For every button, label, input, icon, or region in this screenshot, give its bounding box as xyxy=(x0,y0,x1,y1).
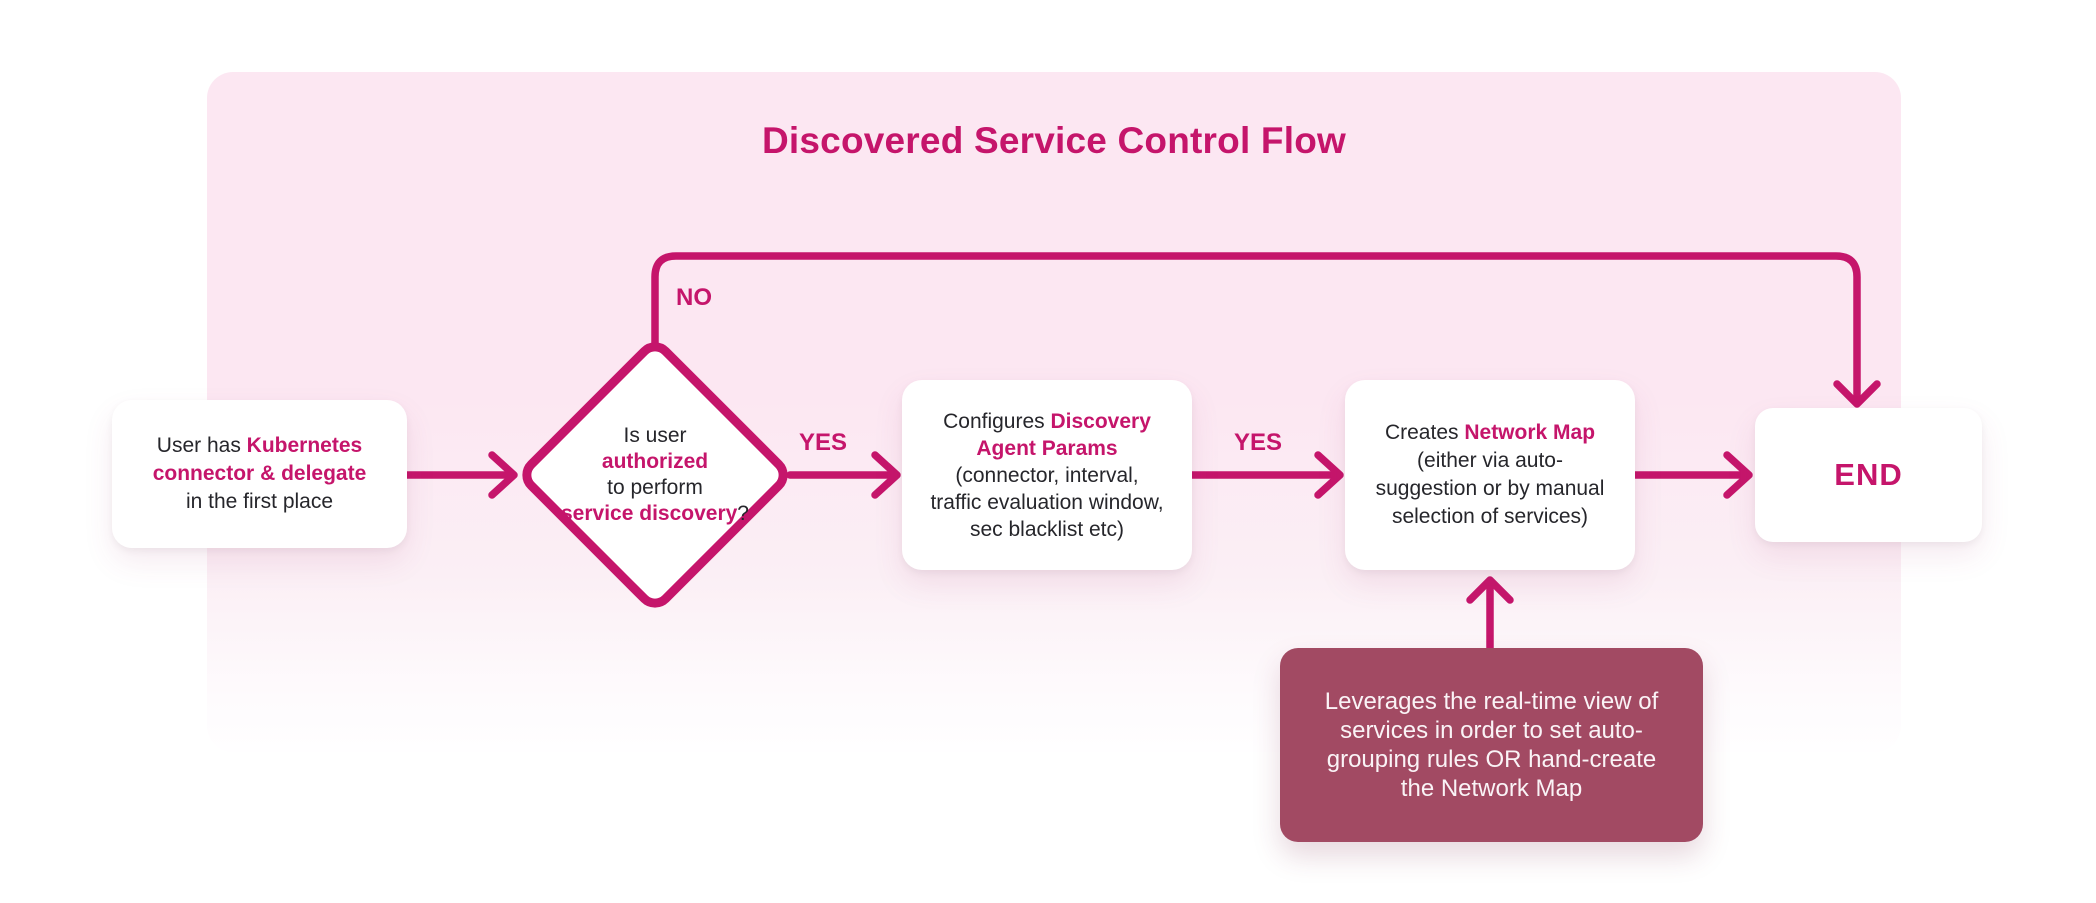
node-start-line: connector & delegate xyxy=(153,460,367,488)
note-callout: Leverages the real-time view of services… xyxy=(1280,648,1703,842)
highlight-text: service discovery xyxy=(561,502,738,525)
highlight-text: Discovery xyxy=(1050,409,1151,433)
highlight-text: Agent Params xyxy=(976,436,1118,460)
note-line: Leverages the real-time view of xyxy=(1324,688,1659,715)
node-configure-line: Agent Params xyxy=(976,435,1117,462)
create-to-end-connector xyxy=(1631,451,1753,499)
node-create-line: selection of services) xyxy=(1391,505,1589,528)
decision-diamond-shape xyxy=(522,342,788,608)
highlight-text: authorized xyxy=(601,450,709,473)
edge-label-yes-1: YES xyxy=(799,429,848,456)
node-start-line: User has Kubernetes xyxy=(156,434,363,457)
decision-line: to perform xyxy=(607,476,703,499)
arrowhead-right-icon xyxy=(488,451,518,499)
node-configure-line: (connector, interval, xyxy=(955,463,1139,487)
node-start: User has Kubernetes connector & delegate… xyxy=(112,400,407,548)
note-line: the Network Map xyxy=(1400,775,1583,802)
end-label: END xyxy=(1834,457,1903,492)
node-end: END xyxy=(1755,408,1982,542)
decision-to-configure-connector xyxy=(786,451,901,499)
arrowhead-up-icon xyxy=(1466,576,1514,604)
note-to-create-connector xyxy=(1466,576,1514,652)
node-configure-line: sec blacklist etc) xyxy=(969,517,1125,541)
edge-label-yes-2: YES xyxy=(1234,429,1283,456)
highlight-text: Kubernetes xyxy=(246,434,363,457)
start-to-decision-connector xyxy=(403,451,518,499)
node-create-line: (either via auto- xyxy=(1417,449,1563,472)
decision-line: service discovery? xyxy=(561,502,749,525)
note-line: services in order to set auto- xyxy=(1340,717,1643,744)
highlight-text: Network Map xyxy=(1464,421,1596,444)
node-decision-label: Is user authorized to perform service di… xyxy=(535,408,775,542)
arrowhead-right-icon xyxy=(871,451,901,499)
decision-line: Is user xyxy=(623,424,687,447)
node-configure-line: traffic evaluation window, xyxy=(930,490,1164,514)
node-start-line: in the first place xyxy=(185,490,334,513)
no-loop-connector xyxy=(651,252,1881,408)
arrowhead-right-icon xyxy=(1723,451,1753,499)
highlight-text: connector & delegate xyxy=(152,462,367,485)
page-title: Discovered Service Control Flow xyxy=(762,120,1346,161)
note-line: grouping rules OR hand-create xyxy=(1326,746,1657,773)
node-configure-params: Configures Discovery Agent Params (conne… xyxy=(902,380,1192,570)
node-create-line: Creates Network Map xyxy=(1384,421,1596,444)
node-configure-line: Configures Discovery xyxy=(943,409,1151,433)
node-create-line: suggestion or by manual xyxy=(1375,477,1605,500)
arrowhead-down-icon xyxy=(1833,380,1881,408)
node-create-network-map: Creates Network Map (either via auto- su… xyxy=(1345,380,1635,570)
edge-label-no: NO xyxy=(676,284,712,311)
configure-to-create-connector xyxy=(1188,451,1344,499)
arrowhead-right-icon xyxy=(1314,451,1344,499)
decision-line: authorized xyxy=(602,449,708,475)
